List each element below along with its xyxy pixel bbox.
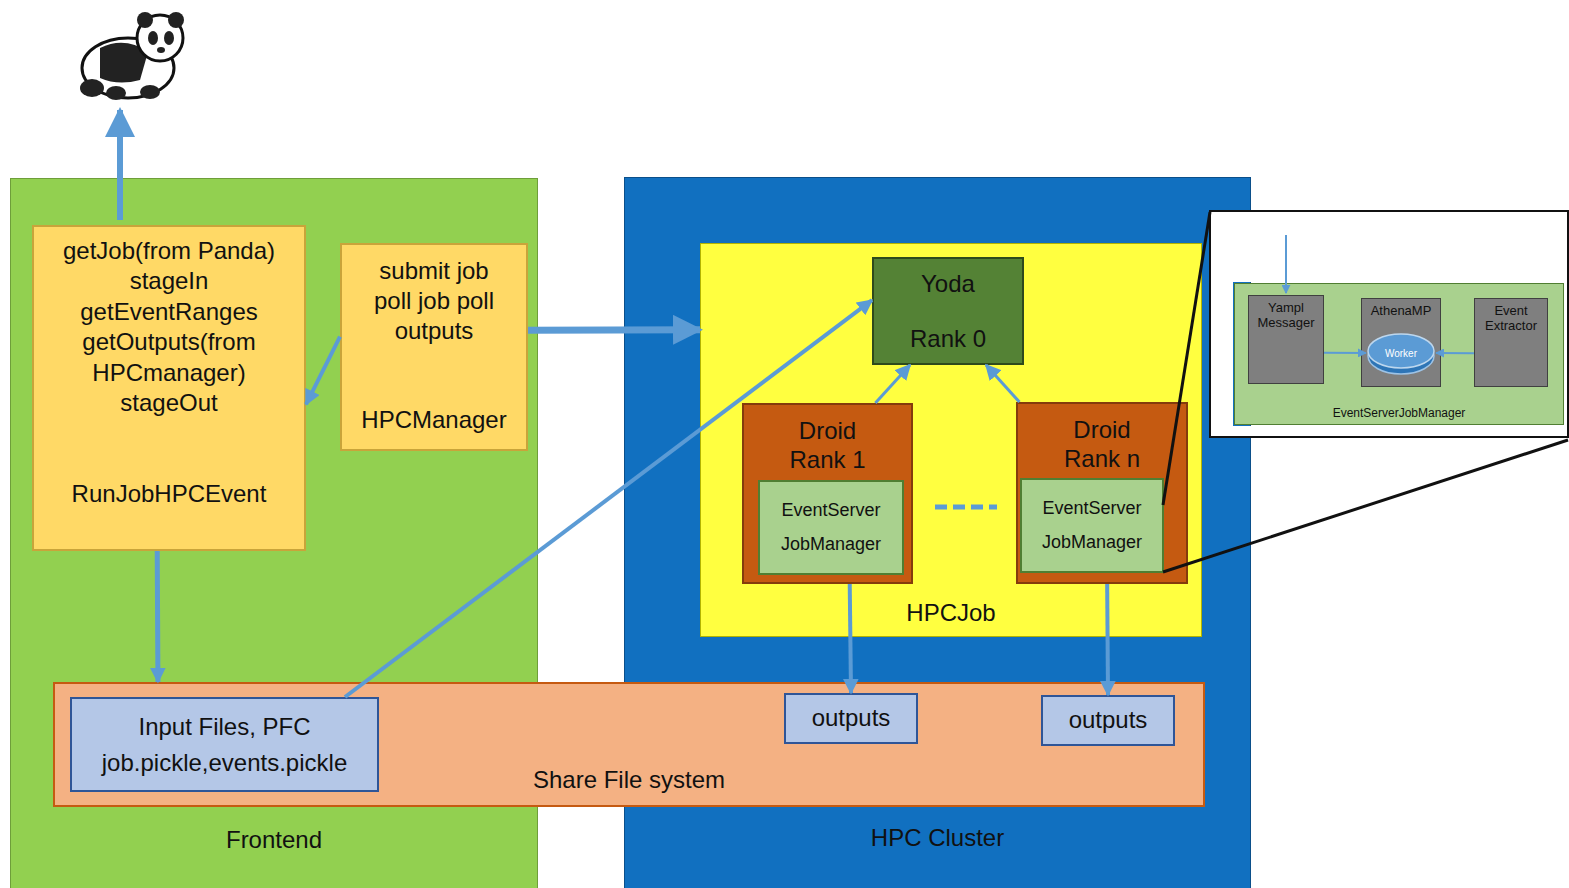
zoom-line (1163, 440, 1568, 572)
node-label: Worker (1385, 348, 1417, 359)
process-box: getJob(from Panda) stageIn getEventRange… (32, 225, 306, 551)
flow-arrow (306, 337, 340, 405)
panda-back (100, 43, 148, 83)
input-arrow (1285, 235, 1287, 293)
file-box: outputs (1041, 695, 1175, 746)
inset-ground (1210, 426, 1568, 437)
panda-body (82, 38, 174, 98)
ellipsis-dashes (935, 505, 997, 510)
zoom-line (1163, 212, 1210, 505)
node-sublabel: HPCManager (361, 405, 506, 435)
file-box: Input Files, PFC job.pickle,events.pickl… (70, 697, 379, 792)
node-label: Share File system (533, 766, 725, 795)
ellipse-face (1368, 334, 1434, 368)
node-label: outputs (812, 704, 891, 733)
panda-ear (137, 12, 153, 28)
flow-arrow (528, 326, 700, 334)
node-label: outputs (1069, 706, 1148, 735)
panda-eye (148, 31, 158, 45)
rank-box: Droid Rank n EventServer JobManager (1016, 402, 1188, 584)
flow-arrow (345, 300, 872, 697)
manager-box: EventServer JobManager (1020, 478, 1164, 573)
flow-arrow (1105, 584, 1110, 695)
node-label: Frontend (226, 826, 322, 855)
component-box: Yampl Messager (1248, 295, 1324, 384)
process-box: submit job poll job poll outputsHPCManag… (340, 243, 528, 451)
inset-ground (1210, 211, 1233, 437)
component-box: AthenaMP Worker (1361, 298, 1441, 387)
node-sublabel: Rank 0 (910, 325, 986, 354)
inset-ground (1210, 211, 1568, 282)
node-label: EventServer JobManager (766, 494, 896, 561)
flow-arrow (986, 365, 1019, 402)
panda-nose (157, 47, 165, 53)
panda-ear (168, 12, 184, 28)
storage-band: Share File system Input Files, PFC job.pi… (53, 682, 1205, 807)
panda-leg (80, 79, 104, 97)
manager-box: EventServerJobManager Yampl Messager Athen… (1234, 283, 1564, 425)
flow-arrow (1436, 352, 1474, 354)
rank-box: YodaRank 0 (872, 257, 1024, 365)
flow-arrow (850, 584, 851, 693)
panda-eye (164, 31, 174, 45)
manager-box: EventServer JobManager (758, 480, 904, 575)
node-label: submit job poll job poll outputs (364, 256, 504, 346)
file-box: outputs (784, 693, 918, 744)
flow-arrow (155, 551, 161, 682)
inset-frame (1210, 211, 1568, 437)
node-label: Droid Rank n (1052, 416, 1152, 474)
node-label: EventServer JobManager (1027, 492, 1157, 559)
node-label: Input Files, PFC job.pickle,events.pickl… (77, 709, 372, 781)
node-label: Yampl Messager (1250, 301, 1322, 331)
panda-leg (140, 85, 160, 99)
node-label: Event Extractor (1476, 304, 1546, 334)
node-label: Yoda (921, 270, 975, 299)
node-label: AthenaMP (1371, 304, 1432, 319)
node-label: HPCJob (906, 599, 995, 628)
panda-icon (80, 12, 184, 100)
node-label: HPC Cluster (871, 824, 1004, 853)
node-label: EventServerJobManager (1333, 406, 1466, 420)
worker-ellipse: Worker (1366, 330, 1436, 376)
node-label: Droid Rank 1 (778, 417, 878, 475)
component-box: Event Extractor (1474, 298, 1548, 387)
flow-arrow (1324, 352, 1366, 354)
node-label: getJob(from Panda) stageIn getEventRange… (49, 236, 289, 419)
panda-leg (106, 86, 126, 100)
rank-box: Droid Rank 1 EventServer JobManager (742, 403, 913, 584)
node-sublabel: RunJobHPCEvent (72, 479, 267, 509)
panda-head (137, 15, 183, 61)
job-panel: HPCJob YodaRank 0 Droid Rank 1 EventServer … (700, 243, 1202, 637)
flow-arrow (875, 365, 910, 403)
panda-arrow (117, 110, 123, 220)
